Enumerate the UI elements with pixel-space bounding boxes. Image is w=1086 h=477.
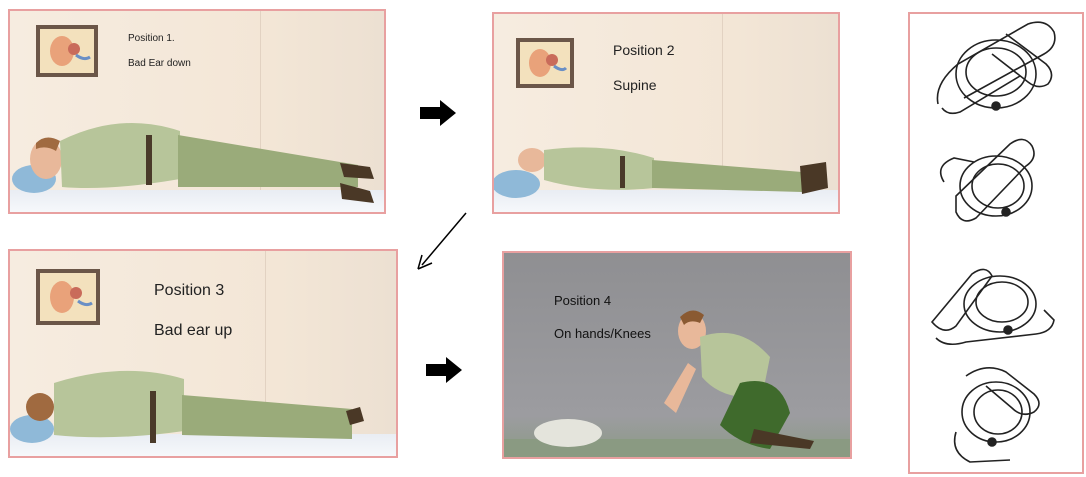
patient-lying-on-side-figure <box>10 11 386 214</box>
position-4-panel: Position 4 On hands/Knees <box>502 251 852 459</box>
position-1-panel: Position 1. Bad Ear down <box>8 9 386 214</box>
semicircular-canal-diagram-panel <box>908 12 1084 474</box>
canal-diagram-2 <box>941 139 1034 220</box>
patient-lying-bad-ear-up-figure <box>10 251 398 458</box>
canal-diagram-1 <box>937 22 1054 113</box>
patient-supine-figure <box>494 14 840 214</box>
diagonal-arrow-icon <box>414 211 470 273</box>
position-3-panel: Position 3 Bad ear up <box>8 249 398 458</box>
canal-diagram-4 <box>955 368 1039 462</box>
semicircular-canal-diagram-icon <box>910 14 1082 472</box>
canal-diagram-3 <box>932 269 1054 344</box>
position-2-panel: Position 2 Supine <box>492 12 840 214</box>
right-arrow-icon <box>424 355 464 385</box>
patient-on-hands-and-knees-figure <box>504 253 852 459</box>
right-arrow-icon <box>418 98 458 128</box>
